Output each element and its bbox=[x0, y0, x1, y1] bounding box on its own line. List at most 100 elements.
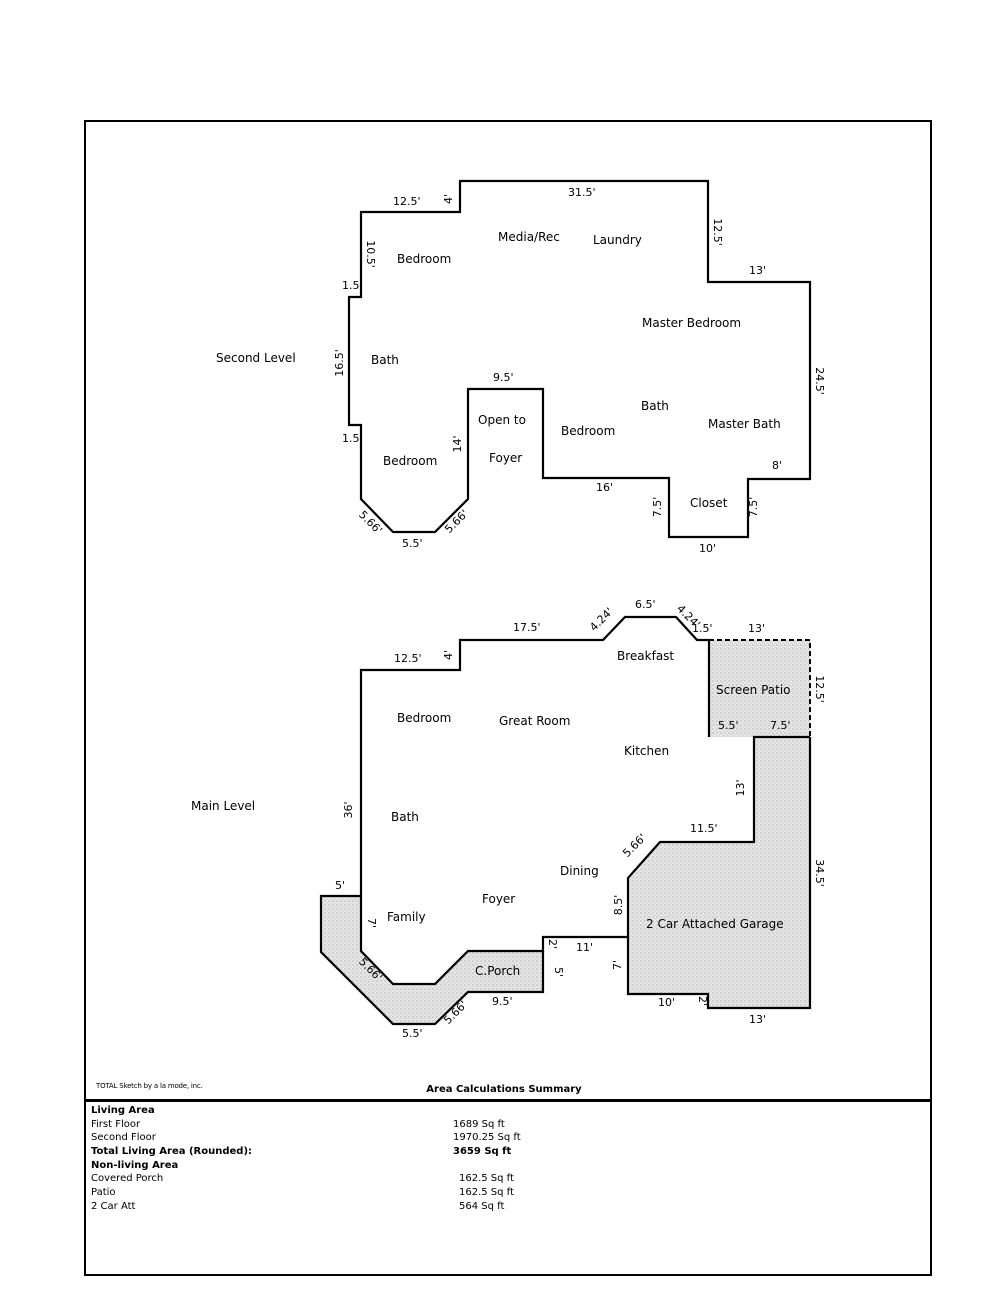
dimension-label: 16' bbox=[596, 481, 613, 494]
room-label: Master Bath bbox=[708, 417, 781, 431]
dimension-label: 5.66' bbox=[620, 831, 649, 860]
room-label: Dining bbox=[560, 864, 599, 878]
dimension-label: 16.5' bbox=[333, 349, 346, 377]
room-label: Foyer bbox=[482, 892, 515, 906]
dimension-label: 5' bbox=[552, 967, 565, 977]
dimension-label: 36' bbox=[342, 801, 355, 818]
main-level-outline bbox=[359, 615, 810, 986]
room-label: Bath bbox=[391, 810, 419, 824]
dimension-label: 14' bbox=[451, 435, 464, 452]
dimension-label: 5.66' bbox=[356, 508, 385, 537]
room-label: Bedroom bbox=[397, 252, 451, 266]
summary-label: Patio bbox=[91, 1187, 116, 1199]
dimension-label: 10' bbox=[699, 542, 716, 555]
dimension-label: 17.5' bbox=[513, 621, 541, 634]
summary-row: Patio 162.5 Sq ft bbox=[91, 1186, 921, 1200]
room-label: Family bbox=[387, 910, 426, 924]
dimension-label: 1.5' bbox=[692, 622, 713, 635]
summary-row: Total Living Area (Rounded): 3659 Sq ft bbox=[91, 1145, 921, 1159]
garage-area bbox=[628, 737, 810, 1008]
second-level-outline bbox=[347, 179, 812, 539]
dimension-label: 9.5' bbox=[492, 995, 513, 1008]
summary-label: Covered Porch bbox=[91, 1173, 164, 1185]
room-label: Bedroom bbox=[561, 424, 615, 438]
summary-row: Living Area bbox=[91, 1104, 921, 1118]
dimension-label: 5.5' bbox=[402, 1027, 423, 1040]
dimension-label: 13' bbox=[749, 1013, 766, 1026]
main-level-rooms: Breakfast Bedroom Great Room Kitchen Bat… bbox=[387, 649, 791, 978]
dimension-label: 6.5' bbox=[635, 598, 656, 611]
room-label: Screen Patio bbox=[716, 683, 791, 697]
room-label: Bath bbox=[371, 353, 399, 367]
drawing-frame bbox=[84, 120, 932, 1276]
dimension-label: 34.5' bbox=[813, 859, 826, 887]
sketch-credit: TOTAL Sketch by a la mode, inc. bbox=[96, 1082, 203, 1090]
summary-divider bbox=[84, 1099, 932, 1102]
area-summary-table: Living Area First Floor 1689 Sq ft Secon… bbox=[91, 1104, 921, 1214]
dimension-label: 2' bbox=[546, 939, 559, 949]
summary-value: 162.5 Sq ft bbox=[459, 1187, 514, 1199]
summary-row: Non-living Area bbox=[91, 1159, 921, 1173]
second-level-rooms: Bedroom Media/Rec Laundry Master Bedroom… bbox=[371, 230, 781, 510]
dimension-label: 1.5' bbox=[342, 279, 363, 292]
dimension-label: 7.5' bbox=[770, 719, 791, 732]
dimension-label: 7.5' bbox=[651, 497, 664, 518]
room-label: Bedroom bbox=[397, 711, 451, 725]
room-label: Open to bbox=[478, 413, 526, 427]
covered-porch-outline bbox=[319, 894, 545, 1026]
dimension-label: 11' bbox=[576, 941, 593, 954]
summary-value: 1689 Sq ft bbox=[453, 1118, 505, 1130]
dimension-label: 8.5' bbox=[612, 895, 625, 916]
room-label: Great Room bbox=[499, 714, 570, 728]
dimension-label: 7.5' bbox=[747, 497, 760, 518]
summary-title: Area Calculations Summary bbox=[426, 1084, 582, 1095]
summary-label: First Floor bbox=[91, 1118, 141, 1130]
dimension-label: 12.5' bbox=[813, 675, 826, 703]
floor-plan-sketch: Second Level Bedroom Media/Rec Laundry M… bbox=[191, 179, 826, 1040]
summary-row: Covered Porch 162.5 Sq ft bbox=[91, 1172, 921, 1186]
dimension-label: 13' bbox=[748, 622, 765, 635]
dimension-label: 7' bbox=[365, 918, 378, 928]
second-level-title: Second Level bbox=[216, 351, 296, 365]
summary-value: 162.5 Sq ft bbox=[459, 1173, 514, 1185]
summary-row: 2 Car Att 564 Sq ft bbox=[91, 1200, 921, 1214]
room-label: Master Bedroom bbox=[642, 316, 741, 330]
dimension-label: 10.5' bbox=[364, 240, 377, 268]
dimension-label: 13' bbox=[749, 264, 766, 277]
dimension-label: 24.5' bbox=[813, 367, 826, 395]
dimension-label: 10' bbox=[658, 996, 675, 1009]
summary-value: 1970.25 Sq ft bbox=[453, 1132, 521, 1144]
garage-outline bbox=[626, 737, 812, 1010]
summary-label: 2 Car Att bbox=[91, 1200, 136, 1212]
summary-value: 564 Sq ft bbox=[459, 1200, 505, 1212]
dimension-label: 5' bbox=[335, 879, 345, 892]
dimension-label: 11.5' bbox=[690, 822, 718, 835]
dimension-label: 12.5' bbox=[394, 652, 422, 665]
dimension-label: 13' bbox=[734, 779, 747, 796]
dimension-label: 4' bbox=[442, 194, 455, 204]
dimension-label: 31.5' bbox=[568, 186, 596, 199]
dimension-label: 12.5' bbox=[393, 195, 421, 208]
room-label: Breakfast bbox=[617, 649, 674, 663]
room-label: 2 Car Attached Garage bbox=[646, 917, 784, 931]
room-label: Bath bbox=[641, 399, 669, 413]
summary-value: 3659 Sq ft bbox=[453, 1146, 512, 1158]
dimension-label: 4' bbox=[442, 650, 455, 660]
room-label: Laundry bbox=[593, 233, 642, 247]
summary-label: Total Living Area (Rounded): bbox=[91, 1146, 253, 1158]
summary-row: First Floor 1689 Sq ft bbox=[91, 1118, 921, 1132]
dimension-label: 9.5' bbox=[493, 371, 514, 384]
screen-patio-area bbox=[709, 640, 810, 737]
dimension-label: 7' bbox=[611, 960, 624, 970]
dimension-label: 5.5' bbox=[718, 719, 739, 732]
summary-row: Second Floor 1970.25 Sq ft bbox=[91, 1131, 921, 1145]
dimension-label: 1.5' bbox=[342, 432, 363, 445]
dimension-label: 5.66' bbox=[442, 507, 471, 536]
dimension-label: 5.5' bbox=[402, 537, 423, 550]
room-label: C.Porch bbox=[475, 964, 520, 978]
room-label: Media/Rec bbox=[498, 230, 560, 244]
summary-label: Second Floor bbox=[91, 1132, 156, 1144]
main-level-title: Main Level bbox=[191, 799, 255, 813]
summary-label: Non-living Area bbox=[91, 1159, 179, 1171]
dimension-label: 8' bbox=[772, 459, 782, 472]
